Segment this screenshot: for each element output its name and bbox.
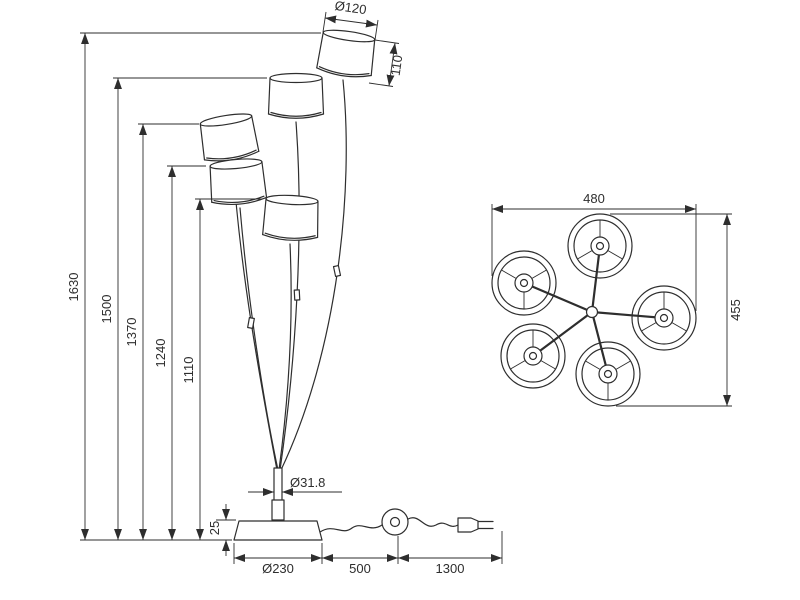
shade-1 xyxy=(316,29,376,78)
shade-2 xyxy=(267,72,325,119)
shade-5 xyxy=(262,194,319,241)
pole-collar xyxy=(271,499,285,521)
top-view-dimensions xyxy=(491,204,732,407)
dim-label-height-5: 1110 xyxy=(181,357,196,384)
front-view: 1630 1500 1370 1240 1110 Ø120 110 Ø31.8 … xyxy=(66,0,503,576)
lamp-stems xyxy=(232,79,347,471)
dim-label-base-to-switch: 500 xyxy=(349,561,371,576)
dim-label-height-4: 1240 xyxy=(153,339,168,368)
dim-label-overall-width: 480 xyxy=(583,191,605,206)
dim-label-base-height: 25 xyxy=(207,521,222,535)
dim-label-overall-depth: 455 xyxy=(728,299,743,321)
stem-4 xyxy=(239,207,279,471)
dim-line-shade-diameter xyxy=(324,15,378,28)
stem-joint xyxy=(332,264,342,278)
stem-joint xyxy=(293,289,301,301)
shade-3 xyxy=(199,113,260,162)
power-cord xyxy=(319,508,494,536)
lamp-base xyxy=(233,520,323,541)
stem-5 xyxy=(278,243,292,471)
top-view: 480 455 xyxy=(491,191,743,407)
dim-label-shade-height: 110 xyxy=(388,54,406,77)
dim-label-pole-diameter: Ø31.8 xyxy=(290,475,325,490)
shade-4 xyxy=(209,158,268,206)
dim-label-switch-to-plug: 1300 xyxy=(436,561,465,576)
dim-label-height-2: 1500 xyxy=(99,295,114,324)
top-view-hub xyxy=(585,305,599,319)
top-view-sockets xyxy=(501,220,687,400)
dim-label-base-diameter: Ø230 xyxy=(262,561,294,576)
top-view-arms xyxy=(522,244,666,376)
stem-joint xyxy=(247,317,255,329)
plug xyxy=(457,517,479,533)
dim-label-height-3: 1370 xyxy=(124,318,139,347)
dim-label-height-1: 1630 xyxy=(66,273,81,302)
dim-line-shade-height xyxy=(386,42,398,87)
dim-label-shade-diameter: Ø120 xyxy=(334,0,368,17)
front-view-dimensions xyxy=(80,11,503,564)
